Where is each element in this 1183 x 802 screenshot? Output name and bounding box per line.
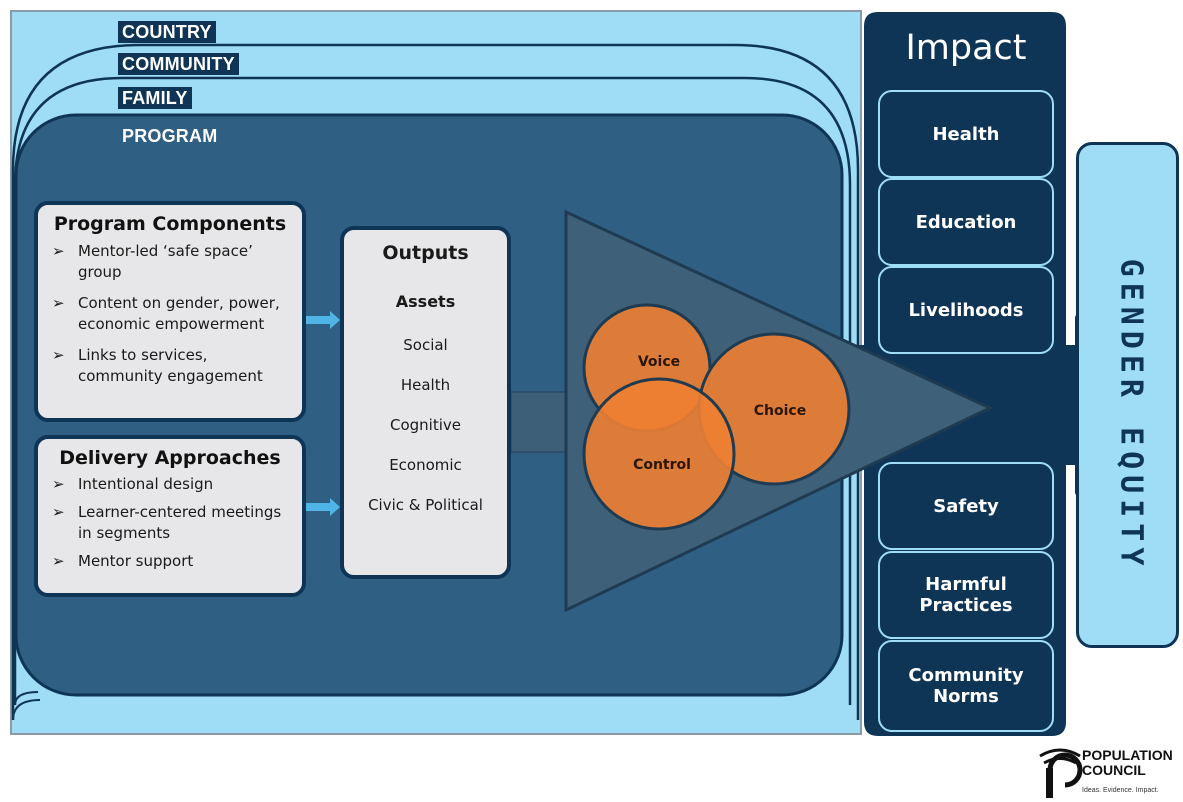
- list-item: ➢Content on gender, power, economic empo…: [52, 294, 280, 333]
- program-components-title: Program Components: [53, 213, 287, 235]
- list-item: Health: [400, 376, 451, 394]
- control-label: Control: [633, 457, 691, 473]
- layer-bottom-lines: [12, 691, 41, 721]
- list-item: ➢Learner-centered meetings in segments: [52, 503, 282, 542]
- gender-equity-label: GENDER EQUITY: [1113, 258, 1149, 572]
- impact-box-education: Education: [878, 178, 1054, 266]
- arrow-bullet-icon: ➢: [52, 242, 65, 260]
- arrow-bullet-icon: ➢: [52, 503, 65, 521]
- delivery-approaches-title: Delivery Approaches: [59, 447, 281, 469]
- logo-name: POPULATION COUNCIL: [1082, 748, 1173, 778]
- assets-subtitle: Assets: [395, 292, 456, 311]
- connector-arrow-components: [306, 311, 340, 329]
- logo-name-line2: COUNCIL: [1082, 762, 1146, 778]
- arrow-bullet-icon: ➢: [52, 294, 65, 312]
- gender-equity-label-wrap: GENDER EQUITY: [1111, 259, 1151, 572]
- impact-title: Impact: [905, 28, 1027, 68]
- list-item: Civic & Political: [368, 496, 483, 514]
- delivery-approaches-list: ➢Intentional design ➢Learner-centered me…: [38, 474, 302, 572]
- connector-arrow-delivery: [306, 498, 340, 516]
- choice-label: Choice: [754, 403, 806, 419]
- arrow-bullet-icon: ➢: [52, 552, 65, 570]
- logo-tagline: Ideas. Evidence. Impact.: [1082, 787, 1159, 794]
- assets-list: Social Health Cognitive Economic Civic &…: [344, 325, 507, 525]
- layer-label-program: PROGRAM: [122, 126, 218, 146]
- impact-box-safety: Safety: [878, 462, 1054, 550]
- impact-box-harmful-practices: Harmful Practices: [878, 551, 1054, 639]
- layer-label-country: COUNTRY: [118, 21, 216, 43]
- connector-bar: [510, 391, 567, 453]
- population-council-logo-icon: [1039, 748, 1083, 798]
- arrow-bullet-icon: ➢: [52, 346, 65, 364]
- impact-box-livelihoods: Livelihoods: [878, 266, 1054, 354]
- impact-box-community-norms: Community Norms: [878, 640, 1054, 732]
- delivery-approaches-box: Delivery Approaches ➢Intentional design …: [34, 435, 306, 597]
- arrow-bullet-icon: ➢: [52, 475, 65, 493]
- list-item: Cognitive: [389, 416, 461, 434]
- outputs-title: Outputs: [382, 242, 469, 264]
- impact-box-health: Health: [878, 90, 1054, 178]
- layer-label-community: COMMUNITY: [118, 53, 239, 75]
- list-item: ➢Intentional design: [52, 475, 214, 493]
- program-components-box: Program Components ➢Mentor-led ‘safe spa…: [34, 201, 306, 422]
- list-item: Social: [403, 336, 448, 354]
- control-circle: [582, 377, 736, 531]
- list-item: ➢Links to services, community engagement: [52, 346, 263, 385]
- outputs-box: Outputs Assets Social Health Cognitive E…: [340, 226, 511, 579]
- layer-label-family: FAMILY: [118, 87, 192, 109]
- list-item: ➢Mentor support: [52, 552, 194, 570]
- program-components-list: ➢Mentor-led ‘safe space’ group ➢Content …: [38, 241, 302, 387]
- list-item: ➢Mentor-led ‘safe space’ group: [52, 242, 253, 281]
- voice-label: Voice: [638, 354, 680, 370]
- logo-name-line1: POPULATION: [1082, 747, 1173, 763]
- gender-equity-box: [1076, 142, 1179, 648]
- list-item: Economic: [389, 456, 462, 474]
